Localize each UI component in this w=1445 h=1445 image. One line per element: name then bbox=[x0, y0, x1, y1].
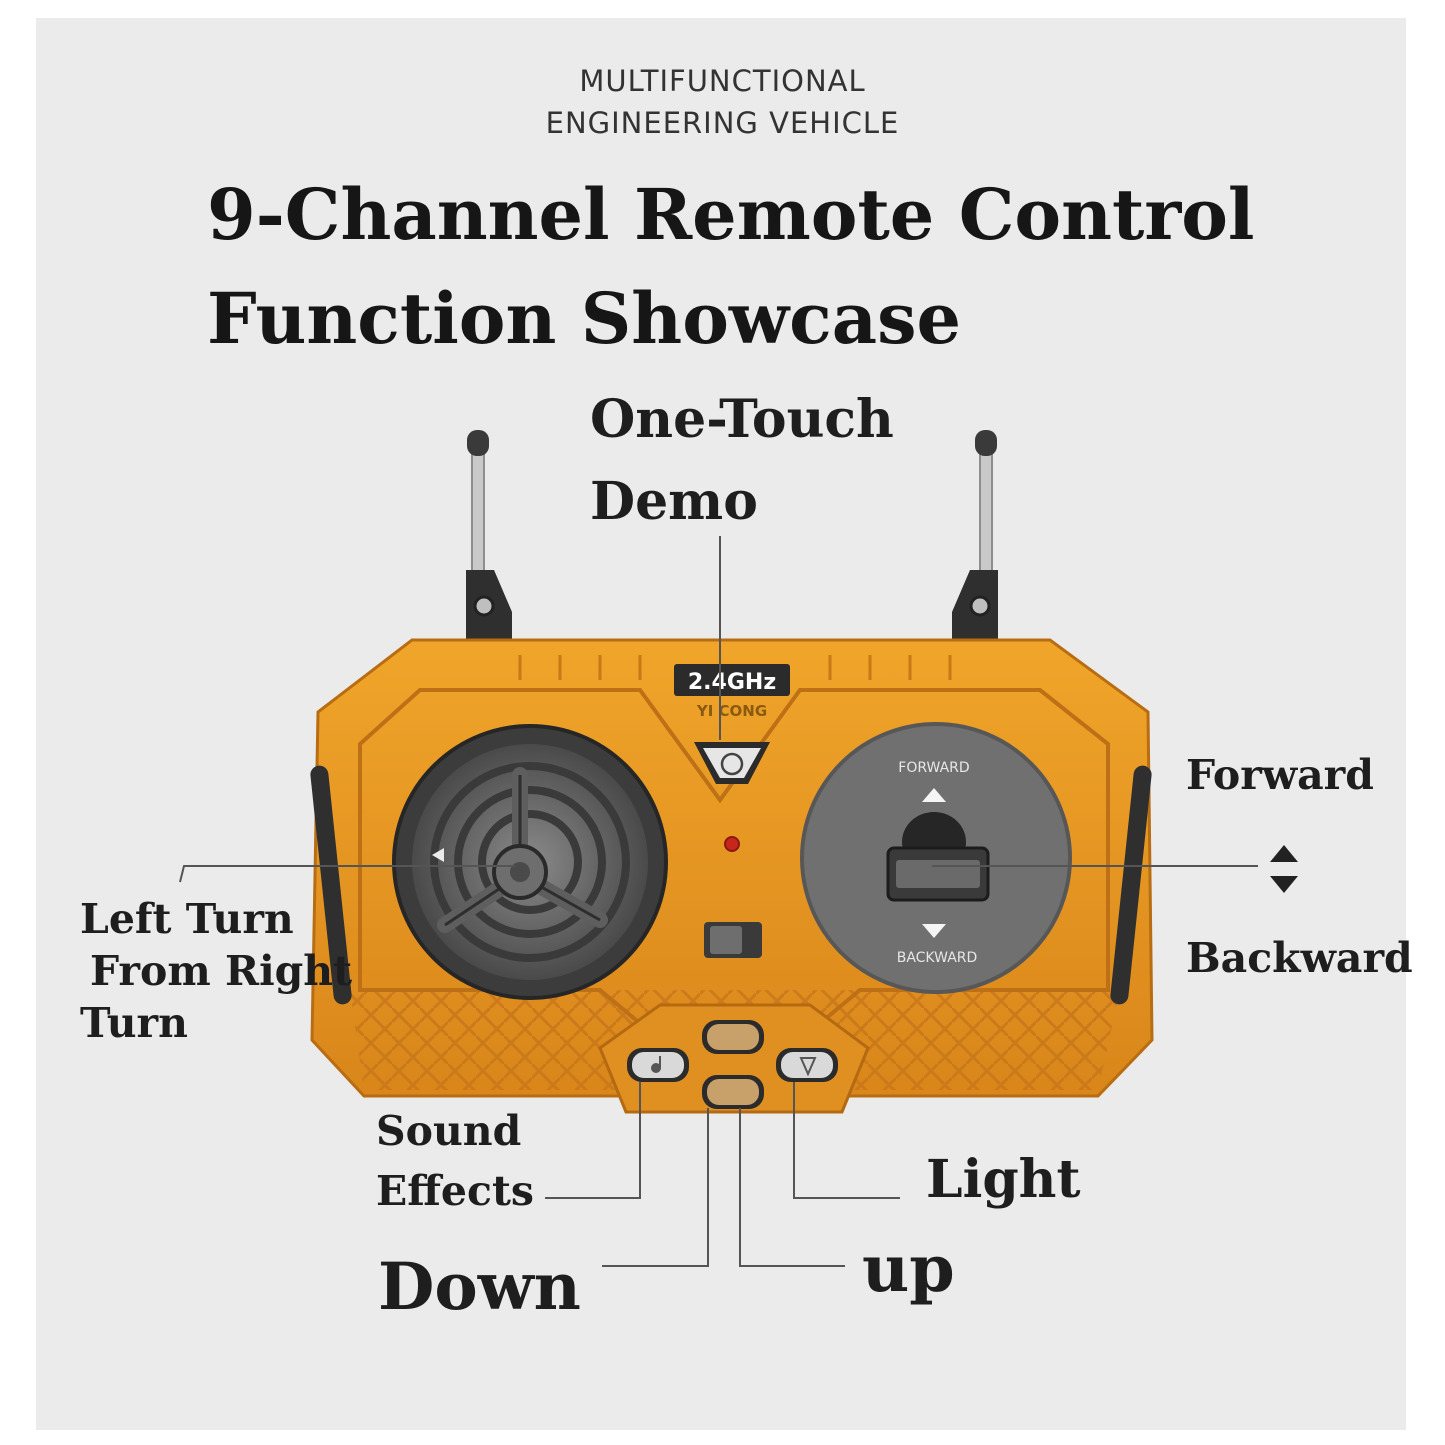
steering-callout-line bbox=[179, 865, 515, 883]
forward-marking: FORWARD bbox=[898, 760, 969, 776]
light-callout-line bbox=[793, 1082, 900, 1199]
kicker-line-2: ENGINEERING VEHICLE bbox=[545, 106, 900, 140]
left-grip bbox=[310, 765, 352, 1005]
light-button[interactable] bbox=[776, 1048, 838, 1082]
left-turn-label-line-1: Left Turn bbox=[80, 895, 294, 943]
page-title-line-1: 9-Channel Remote Control bbox=[207, 173, 1255, 256]
up-button[interactable] bbox=[702, 1020, 764, 1054]
callout-lines bbox=[179, 536, 1258, 1267]
left-turn-label-line-2: From Right bbox=[90, 947, 353, 995]
up-callout-line bbox=[739, 1108, 845, 1267]
backward-marking: BACKWARD bbox=[897, 950, 978, 966]
sound-button[interactable] bbox=[627, 1048, 689, 1082]
power-switch[interactable] bbox=[704, 922, 762, 958]
steering-wheel bbox=[392, 724, 668, 1000]
button-cluster bbox=[598, 1003, 870, 1114]
right-grip bbox=[1110, 765, 1152, 1005]
demo-label-line-1: One-Touch bbox=[590, 389, 894, 450]
backward-label: Backward bbox=[1186, 934, 1413, 982]
kicker-line-1: MULTIFUNCTIONAL bbox=[579, 64, 866, 98]
up-label: up bbox=[862, 1231, 955, 1307]
sound-label-line-2: Effects bbox=[376, 1167, 534, 1215]
up-down-arrow-icon bbox=[1270, 845, 1298, 893]
sound-label-line-1: Sound bbox=[376, 1107, 522, 1155]
right-antenna bbox=[952, 430, 998, 642]
brand-mark: YI CONG bbox=[696, 702, 767, 720]
page-title-line-2: Function Showcase bbox=[207, 277, 962, 360]
frequency-badge bbox=[674, 664, 790, 696]
forward-label: Forward bbox=[1186, 751, 1374, 799]
left-antenna bbox=[466, 430, 512, 642]
throttle-joystick bbox=[800, 722, 1072, 994]
demo-button[interactable] bbox=[694, 742, 770, 784]
down-button[interactable] bbox=[702, 1075, 764, 1109]
light-label: Light bbox=[926, 1149, 1081, 1210]
sound-callout-line bbox=[545, 1082, 641, 1199]
demo-label-line-2: Demo bbox=[590, 471, 758, 532]
down-label: Down bbox=[378, 1249, 581, 1325]
frequency-badge-text: 2.4GHz bbox=[688, 670, 776, 695]
power-led bbox=[724, 836, 740, 852]
down-callout-line bbox=[602, 1108, 709, 1267]
left-turn-label-line-3: Turn bbox=[80, 999, 188, 1047]
